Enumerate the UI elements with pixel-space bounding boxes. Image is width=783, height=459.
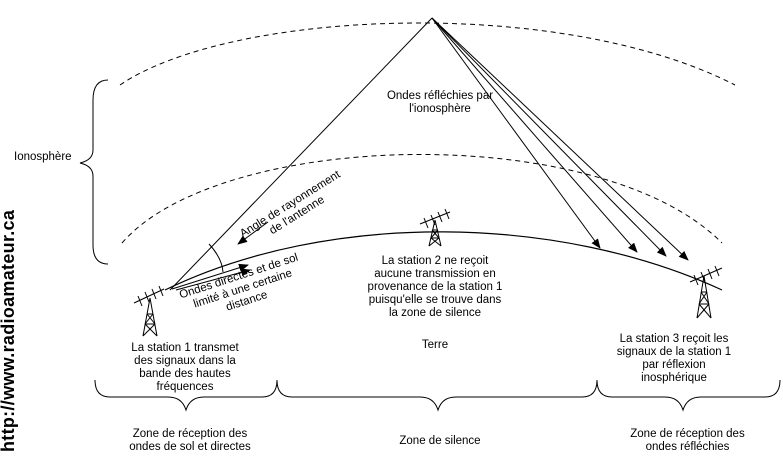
zone-braces <box>94 379 781 412</box>
ground-wave-arrows <box>171 263 251 291</box>
station-3-tower <box>689 265 723 319</box>
reflected-rays <box>431 17 689 261</box>
site-url-watermark: http://www.radioamateur.ca <box>0 209 18 452</box>
reflected-ray-1 <box>431 17 601 249</box>
zone-reflected-reception-label: Zone de réception des ondes réfléchies <box>630 428 745 453</box>
station-2-tower <box>419 208 451 247</box>
angle-arc <box>208 243 224 273</box>
reflected-waves-label: Ondes réfléchies par l'ionosphère <box>386 90 494 115</box>
angle-pointer <box>237 221 269 245</box>
incident-ray <box>169 17 433 291</box>
reflected-ray-3 <box>431 17 667 257</box>
station-2-description: La station 2 ne reçoit aucune transmissi… <box>367 255 503 319</box>
ionosphere-brace <box>79 79 109 265</box>
reflected-ray-2 <box>431 17 638 253</box>
ionosphere-upper-boundary <box>119 22 736 86</box>
earth-label: Terre <box>421 339 449 351</box>
station-1-description: La station 1 transmet des signaux dans l… <box>131 342 239 393</box>
zone-silence-label: Zone de silence <box>399 435 481 447</box>
ionosphere-lower-boundary <box>121 153 723 244</box>
ionosphere-label: Ionosphère <box>14 151 72 163</box>
station-3-description: La station 3 reçoit les signaux de la st… <box>616 333 732 384</box>
zone-ground-reception-label: Zone de réception des ondes de sol et di… <box>129 428 251 453</box>
earth-surface <box>164 231 723 291</box>
station-1-tower <box>133 285 165 337</box>
reflected-ray-4 <box>431 17 689 261</box>
